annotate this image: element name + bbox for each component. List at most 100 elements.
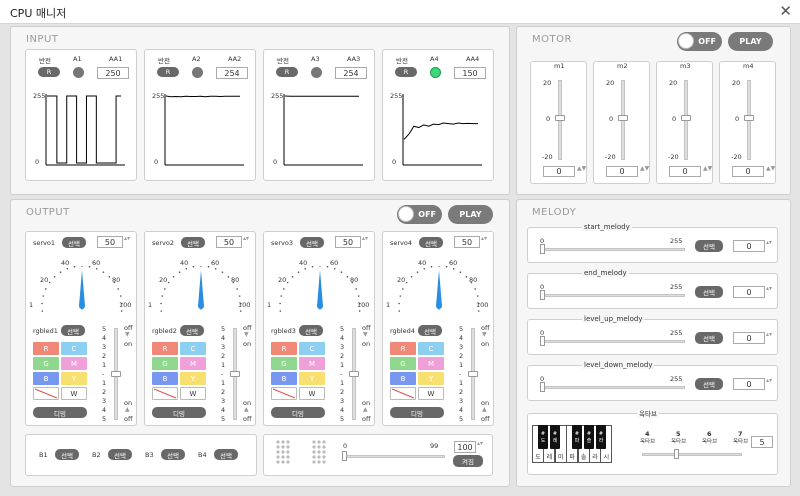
color-button-C[interactable]: C [180,342,206,355]
color-button-W[interactable]: W [299,387,325,400]
melody-value[interactable]: 0 [733,286,765,298]
color-button-B[interactable]: B [390,372,416,385]
close-icon[interactable]: ✕ [779,2,792,20]
melody-value[interactable]: 0 [733,378,765,390]
melody-select-button[interactable]: 선택 [695,240,723,252]
servo-select-button[interactable]: 선택 [181,237,205,248]
color-button-W[interactable]: W [61,387,87,400]
matrix-value[interactable]: 100 [454,441,476,453]
motor-value[interactable]: 0 [543,166,575,177]
color-button-M[interactable]: M [299,357,325,370]
color-button-M[interactable]: M [418,357,444,370]
matrix-slider-thumb[interactable] [342,451,347,461]
button-select[interactable]: 선택 [161,449,185,460]
servo-select-button[interactable]: 선택 [419,237,443,248]
servo-select-button[interactable]: 선택 [300,237,324,248]
rgbled-select-button[interactable]: 선택 [418,325,442,336]
motor-value[interactable]: 0 [732,166,764,177]
color-button-G[interactable]: G [390,357,416,370]
color-button-G[interactable]: G [33,357,59,370]
color-none-button[interactable] [33,387,59,400]
color-button-W[interactable]: W [180,387,206,400]
melody-select-button[interactable]: 선택 [695,378,723,390]
melody-slider-track[interactable] [540,386,685,389]
melody-slider-track[interactable] [540,340,685,343]
reverse-button[interactable]: R [38,67,60,77]
spin-icon[interactable]: ▴▾ [766,285,773,292]
dimming-button[interactable]: 디밍 [33,407,87,418]
color-button-Y[interactable]: Y [61,372,87,385]
black-key[interactable]: #라 [596,425,606,449]
color-button-M[interactable]: M [61,357,87,370]
dimming-button[interactable]: 디밍 [390,407,444,418]
octave-value[interactable]: 5 [751,436,773,448]
black-key[interactable]: #파 [572,425,582,449]
octave-slider-track[interactable] [642,453,742,456]
color-button-C[interactable]: C [61,342,87,355]
dimming-button[interactable]: 디밍 [152,407,206,418]
servo-value[interactable]: 50 [335,236,361,248]
spin-icon[interactable]: ▲▼ [703,165,713,172]
spin-icon[interactable]: ▴▾ [766,377,773,384]
motor-slider-thumb[interactable] [618,115,628,121]
octave-slider-thumb[interactable] [674,449,679,459]
melody-slider-thumb[interactable] [540,290,545,300]
spin-icon[interactable]: ▲▼ [577,165,587,172]
spin-icon[interactable]: ▴▾ [766,239,773,246]
motor-value[interactable]: 0 [606,166,638,177]
color-button-Y[interactable]: Y [418,372,444,385]
brightness-thumb[interactable] [230,371,240,377]
color-button-Y[interactable]: Y [180,372,206,385]
black-key[interactable]: #솔 [584,425,594,449]
melody-value[interactable]: 0 [733,332,765,344]
color-button-R[interactable]: R [152,342,178,355]
color-none-button[interactable] [152,387,178,400]
button-select[interactable]: 선택 [108,449,132,460]
color-button-B[interactable]: B [271,372,297,385]
rgbled-select-button[interactable]: 선택 [61,325,85,336]
reverse-button[interactable]: R [157,67,179,77]
motor-play-button[interactable]: PLAY [728,32,773,51]
black-key[interactable]: #도 [538,425,548,449]
spin-icon[interactable]: ▲▼ [640,165,650,172]
color-button-W[interactable]: W [418,387,444,400]
matrix-on-button[interactable]: 켜짐 [453,455,483,467]
spin-icon[interactable]: ▴▾ [477,440,484,447]
motor-slider-thumb[interactable] [681,115,691,121]
color-none-button[interactable] [271,387,297,400]
servo-value[interactable]: 50 [454,236,480,248]
color-button-B[interactable]: B [33,372,59,385]
color-button-C[interactable]: C [299,342,325,355]
color-button-R[interactable]: R [33,342,59,355]
color-button-G[interactable]: G [271,357,297,370]
spin-icon[interactable]: ▴▾ [481,235,488,242]
output-toggle[interactable]: OFF [397,205,442,224]
output-play-button[interactable]: PLAY [448,205,493,224]
color-button-R[interactable]: R [390,342,416,355]
rgbled-select-button[interactable]: 선택 [299,325,323,336]
motor-slider-thumb[interactable] [744,115,754,121]
motor-value[interactable]: 0 [669,166,701,177]
melody-slider-track[interactable] [540,248,685,251]
color-button-B[interactable]: B [152,372,178,385]
dimming-button[interactable]: 디밍 [271,407,325,418]
color-button-M[interactable]: M [180,357,206,370]
brightness-thumb[interactable] [468,371,478,377]
spin-icon[interactable]: ▴▾ [766,331,773,338]
spin-icon[interactable]: ▴▾ [243,235,250,242]
color-button-R[interactable]: R [271,342,297,355]
reverse-button[interactable]: R [395,67,417,77]
spin-icon[interactable]: ▴▾ [362,235,369,242]
melody-slider-thumb[interactable] [540,336,545,346]
melody-select-button[interactable]: 선택 [695,286,723,298]
button-select[interactable]: 선택 [214,449,238,460]
melody-slider-thumb[interactable] [540,382,545,392]
color-button-G[interactable]: G [152,357,178,370]
melody-slider-thumb[interactable] [540,244,545,254]
color-none-button[interactable] [390,387,416,400]
reverse-button[interactable]: R [276,67,298,77]
brightness-thumb[interactable] [111,371,121,377]
brightness-thumb[interactable] [349,371,359,377]
color-button-C[interactable]: C [418,342,444,355]
melody-slider-track[interactable] [540,294,685,297]
